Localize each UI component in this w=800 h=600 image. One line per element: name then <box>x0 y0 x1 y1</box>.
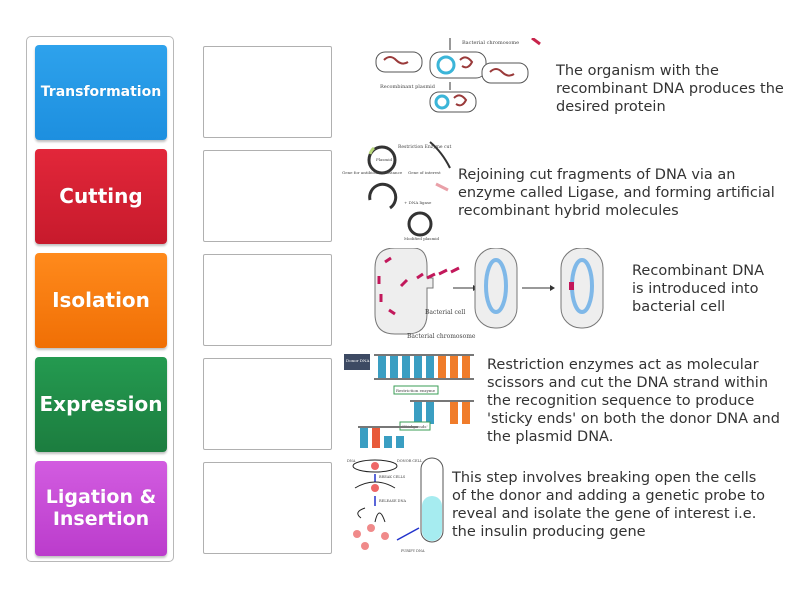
image-label: Gene of interest <box>408 170 441 175</box>
image-label: DNA <box>347 459 356 463</box>
drop-slot-3[interactable] <box>203 254 332 346</box>
image-label: Bacterial cell <box>425 309 465 316</box>
tile-label: Ligation & Insertion <box>45 485 157 530</box>
image-label: + DNA ligase <box>404 200 432 205</box>
tile-expression[interactable]: Expression <box>35 357 167 452</box>
image-label: Donor DNA <box>346 358 369 363</box>
drop-slot-4[interactable] <box>203 358 332 450</box>
drop-slot-2[interactable] <box>203 150 332 242</box>
description-5: This step involves breaking open the cel… <box>452 470 765 540</box>
image-label: Bacterial chromosome <box>407 333 476 340</box>
image-label: Restriction enzyme <box>396 388 436 393</box>
tile-label: Transformation <box>40 84 162 101</box>
image-label: BREAK CELLS <box>379 475 406 479</box>
drop-slot-5[interactable] <box>203 462 332 554</box>
tile-ligation-insertion[interactable]: Ligation & Insertion <box>35 461 167 556</box>
cutting-diagram: Donor DNA Restriction enzyme 'Sticky end… <box>344 354 474 448</box>
tile-isolation[interactable]: Isolation <box>35 253 167 348</box>
tile-cutting[interactable]: Cutting <box>35 149 167 244</box>
description-3: Recombinant DNA is introduced into bacte… <box>632 263 765 315</box>
image-label: Recombinant plasmid <box>380 84 436 90</box>
tile-tray: Transformation Cutting Isolation Express… <box>26 36 174 562</box>
image-label: Restriction Enzyme cut <box>398 144 451 150</box>
image-label: RELEASE DNA <box>379 499 407 503</box>
tile-transformation[interactable]: Transformation <box>35 45 167 140</box>
drop-slot-1[interactable] <box>203 46 332 138</box>
tile-label: Isolation <box>52 288 150 312</box>
insertion-diagram: Bacterial cell Bacterial chromosome <box>374 248 604 340</box>
image-label: Bacterial chromosome <box>462 40 519 46</box>
ligation-diagram: Restriction Enzyme cut Plasmid Gene of i… <box>342 141 451 241</box>
image-label: Plasmid <box>376 157 392 162</box>
tile-label: Expression <box>39 392 163 416</box>
description-4: Restriction enzymes act as molecular sci… <box>487 357 780 445</box>
expression-diagram: Bacterial chromosome Recombinant plasmid <box>375 38 541 113</box>
image-label: PURIFY DNA <box>401 549 425 553</box>
description-1: The organism with the recombinant DNA pr… <box>556 63 784 115</box>
image-label: DONOR CELL <box>397 459 423 463</box>
isolation-diagram: DNA DONOR CELL BREAK CELLS RELEASE DNA P… <box>347 457 444 553</box>
image-label: Gene for antibiotic resistance <box>342 170 403 175</box>
image-label: Modified plasmid <box>404 236 440 241</box>
tile-label: Cutting <box>59 184 143 208</box>
description-2: Rejoining cut fragments of DNA via an en… <box>458 167 775 219</box>
